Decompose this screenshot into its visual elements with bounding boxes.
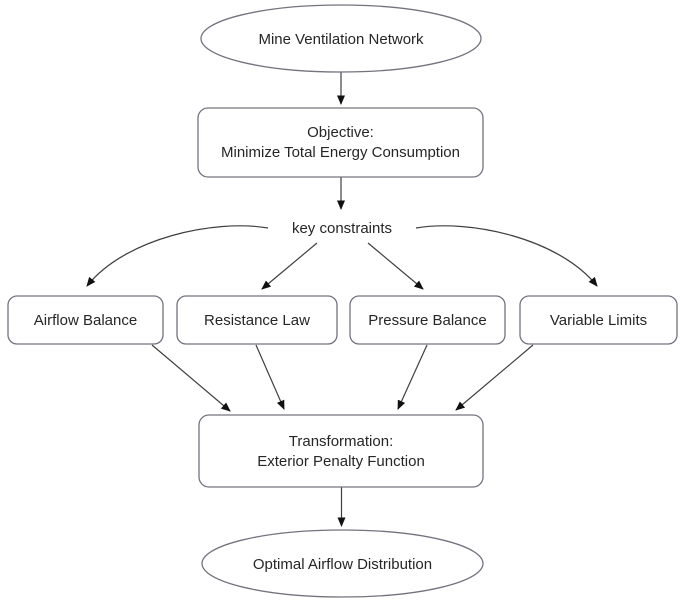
node-start: Mine Ventilation Network	[200, 4, 482, 73]
variable-limits-label: Variable Limits	[550, 312, 647, 329]
transformation-label-line1: Transformation:	[289, 433, 393, 450]
edge-keyconstraints-pressure	[367, 242, 424, 290]
objective-box	[197, 107, 484, 178]
node-constraint-pressure-balance: Pressure Balance	[349, 295, 506, 345]
airflow-balance-label: Airflow Balance	[34, 312, 137, 329]
node-transformation: Transformation: Exterior Penalty Functio…	[198, 414, 484, 488]
resistance-law-box	[176, 295, 338, 345]
variable-limits-box	[519, 295, 678, 345]
node-constraint-variable-limits: Variable Limits	[519, 295, 678, 345]
end-ellipse	[201, 529, 484, 598]
start-label: Mine Ventilation Network	[258, 31, 424, 48]
edge-variable-transformation	[455, 344, 534, 411]
edge-pressure-transformation	[397, 344, 428, 410]
resistance-law-label: Resistance Law	[204, 312, 310, 329]
edge-airflow-transformation	[151, 344, 231, 412]
pressure-balance-label: Pressure Balance	[368, 312, 486, 329]
edge-keyconstraints-variable	[415, 225, 598, 287]
transformation-box	[198, 414, 484, 488]
transformation-label-line2: Exterior Penalty Function	[257, 453, 425, 470]
node-constraint-airflow-balance: Airflow Balance	[7, 295, 164, 345]
start-ellipse	[200, 4, 482, 73]
node-end: Optimal Airflow Distribution	[201, 529, 484, 598]
edge-keyconstraints-resistance	[261, 242, 318, 290]
edge-resistance-transformation	[255, 344, 285, 410]
airflow-balance-box	[7, 295, 164, 345]
pressure-balance-box	[349, 295, 506, 345]
edge-keyconstraints-airflow	[86, 225, 269, 287]
node-objective: Objective: Minimize Total Energy Consump…	[197, 107, 484, 178]
objective-label-line2: Minimize Total Energy Consumption	[221, 144, 460, 161]
objective-label-line1: Objective:	[307, 124, 374, 141]
node-constraint-resistance-law: Resistance Law	[176, 295, 338, 345]
key-constraints-label: key constraints	[292, 220, 392, 237]
end-label: Optimal Airflow Distribution	[253, 556, 432, 573]
